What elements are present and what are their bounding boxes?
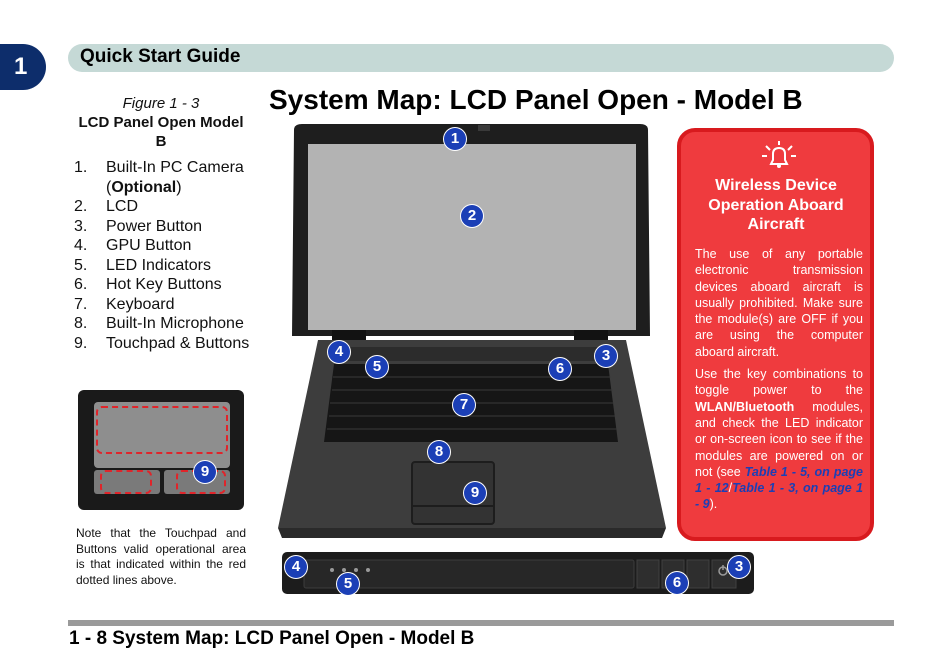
figure-number: Figure 1 - 3 bbox=[122, 95, 200, 112]
callout-touchpad-inset: 9 bbox=[194, 461, 216, 483]
legend-number: 8. bbox=[74, 315, 88, 332]
chapter-number: 1 bbox=[14, 53, 28, 80]
legend-number: 2. bbox=[74, 198, 88, 215]
chapter-tab: 1 bbox=[0, 44, 46, 90]
legend-number: 3. bbox=[74, 217, 88, 235]
callout-power: 3 bbox=[595, 345, 617, 367]
legend-item: 3.Power Button bbox=[74, 217, 203, 235]
figure-name: LCD Panel Open Model B bbox=[78, 114, 244, 150]
legend-number: 1. bbox=[74, 159, 88, 176]
lcd-screen bbox=[308, 144, 636, 330]
legend-number: 6. bbox=[74, 276, 88, 293]
touchpad bbox=[411, 461, 495, 525]
touchpad-note: Note that the Touchpad and Buttons valid… bbox=[76, 526, 246, 587]
callout-panel-led: 5 bbox=[337, 573, 359, 595]
figure-caption: Figure 1 - 3 LCD Panel Open Model B bbox=[76, 94, 246, 151]
legend-item: 5.LED Indicators bbox=[74, 256, 211, 274]
callout-keyboard: 7 bbox=[453, 394, 475, 416]
footer-rule bbox=[68, 620, 894, 626]
legend-item: 1.Built-In PC Camera (Optional) bbox=[74, 159, 244, 196]
callout-microphone: 8 bbox=[428, 441, 450, 463]
callout-hotkeys: 6 bbox=[549, 358, 571, 380]
legend-item: 6.Hot Key Buttons bbox=[74, 276, 222, 293]
legend-number: 7. bbox=[74, 295, 88, 313]
deck-front-edge bbox=[278, 528, 666, 538]
section-title: Quick Start Guide bbox=[80, 46, 241, 67]
button-panel-closeup bbox=[282, 552, 754, 594]
alert-bell-icon bbox=[762, 141, 796, 168]
alert-paragraph: Use the key combinations to toggle power… bbox=[695, 367, 863, 512]
alert-paragraph: The use of any portable electronic trans… bbox=[695, 247, 863, 359]
legend-item: 2.LCD bbox=[74, 198, 139, 215]
touchpad-surface bbox=[94, 402, 230, 468]
left-hinge bbox=[332, 330, 366, 342]
touchpad-detail-image: 9 bbox=[78, 390, 244, 510]
legend-number: 4. bbox=[74, 237, 88, 254]
legend-number: 9. bbox=[74, 334, 88, 352]
table-link-1-3[interactable]: Table 1 - 3, on page 1 - 9 bbox=[695, 481, 863, 512]
component-legend: 1.Built-In PC Camera (Optional) 2.LCD 3.… bbox=[74, 158, 254, 353]
wireless-alert-box: Wireless Device Operation Aboard Aircraf… bbox=[677, 128, 874, 541]
hotkey-strip bbox=[330, 347, 614, 361]
left-button-valid-area bbox=[100, 470, 152, 494]
legend-item: 8.Built-In Microphone bbox=[74, 315, 244, 332]
page-title: System Map: LCD Panel Open - Model B bbox=[269, 84, 803, 115]
legend-number: 5. bbox=[74, 256, 88, 274]
page-footer: 1 - 8 System Map: LCD Panel Open - Model… bbox=[69, 628, 475, 649]
callout-panel-hotkeys: 6 bbox=[666, 572, 688, 594]
callout-lcd: 2 bbox=[461, 205, 483, 227]
laptop-illustration bbox=[278, 124, 666, 538]
alert-body: The use of any portable electronic trans… bbox=[695, 246, 863, 519]
callout-gpu: 4 bbox=[328, 341, 350, 363]
callout-touchpad: 9 bbox=[464, 482, 486, 504]
camera-housing bbox=[478, 125, 490, 131]
callout-panel-gpu: 4 bbox=[285, 556, 307, 578]
alert-title: Wireless Device Operation Aboard Aircraf… bbox=[708, 177, 844, 233]
table-link-1-5[interactable]: Table 1 - 5, on page 1 - 12 bbox=[695, 464, 863, 496]
legend-item: 7.Keyboard bbox=[74, 295, 175, 313]
touchpad-valid-area bbox=[96, 406, 228, 454]
legend-item: 4.GPU Button bbox=[74, 237, 192, 254]
callout-camera: 1 bbox=[444, 128, 466, 150]
legend-item: 9.Touchpad & Buttons bbox=[74, 334, 250, 352]
header-bar: Quick Start Guide bbox=[68, 44, 894, 72]
callout-panel-power: 3 bbox=[728, 556, 750, 578]
right-hinge bbox=[574, 330, 608, 342]
callout-led: 5 bbox=[366, 356, 388, 378]
